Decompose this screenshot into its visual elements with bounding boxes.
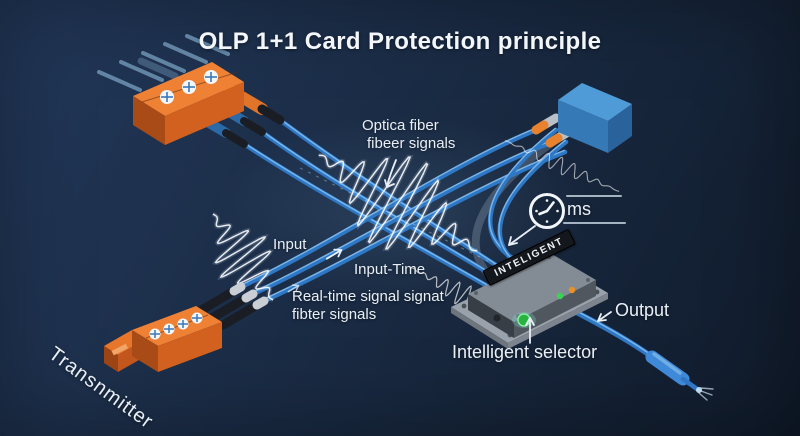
optical-fiber-label-line1: Optica fiber [362, 117, 439, 134]
diagram-title: OLP 1+1 Card Protection principle [198, 28, 602, 55]
arrow-fiber-direction-2 [287, 284, 300, 293]
carrier-dashed-line [299, 167, 511, 273]
transmitter-top-device [133, 62, 285, 148]
optical-fiber-label: Optica fiber fibeer signals [362, 117, 455, 154]
waveform-top [504, 140, 620, 192]
green-led [556, 292, 564, 300]
ms-label: ms [567, 199, 591, 219]
arrow-to-waveform [384, 159, 397, 188]
signal-waveforms [211, 140, 620, 330]
intelligent-selector-device [451, 253, 608, 349]
fiber-port-icons [160, 70, 218, 104]
transmitter-bottom-device [104, 282, 269, 372]
output-connector [645, 350, 714, 401]
waveform-input [212, 213, 274, 301]
input-label: Input [273, 236, 307, 253]
motion-streaks [97, 34, 230, 92]
realtime-label: Real-time signal signat fibter signals [292, 288, 444, 325]
waveform-center [318, 154, 478, 252]
optical-fiber-label-line2: fibeer signals [367, 135, 456, 153]
realtime-label-line2: fibter signals [292, 306, 377, 324]
arrow-clock-to-selector [508, 225, 536, 246]
receiver-blue-device [531, 83, 632, 153]
selector-port [493, 314, 501, 322]
clock-icon [529, 193, 565, 229]
light-emission [696, 387, 702, 393]
arrow-fiber-direction-1 [325, 248, 343, 260]
output-label: Output [615, 300, 670, 320]
arrow-output [597, 311, 612, 322]
realtime-label-line1: Real-time signal signat [292, 288, 444, 305]
ms-rule-lines [563, 195, 626, 224]
fiber-port-icons [149, 312, 203, 340]
annotation-arrows [287, 159, 612, 344]
orange-led [568, 286, 576, 294]
input-time-label: Input-Time [354, 261, 426, 278]
intelligent-selector-label: Intelligent selector [452, 342, 598, 362]
arrow-selector-label [525, 317, 535, 344]
